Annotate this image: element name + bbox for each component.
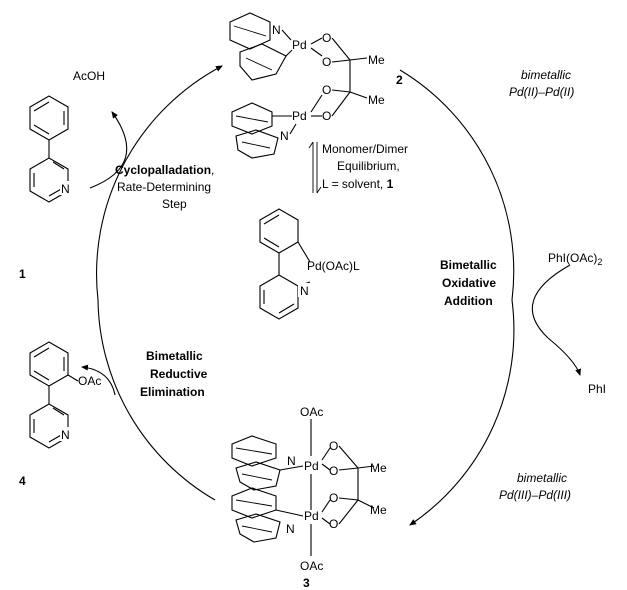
svg-text:OAc: OAc <box>300 405 323 419</box>
cycle-arc-left-top <box>96 65 223 301</box>
cycle-arc-left-bottom <box>97 299 216 501</box>
svg-text:Bimetallic: Bimetallic <box>146 349 203 363</box>
svg-text:Pd: Pd <box>304 459 319 473</box>
svg-text:Me: Me <box>368 53 385 67</box>
svg-text:Me: Me <box>368 93 385 107</box>
svg-text:bimetallic: bimetallic <box>517 471 567 485</box>
reagent-acoh: AcOH <box>73 69 105 83</box>
svg-text:OAc: OAc <box>78 374 101 388</box>
svg-text:Pd: Pd <box>304 509 319 523</box>
svg-text:Me: Me <box>370 503 387 517</box>
svg-text:O: O <box>329 517 338 531</box>
svg-text:Me: Me <box>370 461 387 475</box>
svg-text:O: O <box>329 464 338 478</box>
reagent-phi: PhI <box>588 382 606 396</box>
svg-text:Equilibrium,: Equilibrium, <box>337 159 400 173</box>
svg-text:L = solvent, 1: L = solvent, 1 <box>322 177 394 191</box>
svg-text:Pd(III)–Pd(III): Pd(III)–Pd(III) <box>499 488 571 502</box>
compound-3-structure: OAc Pd N O O Me Me O O Pd N <box>231 405 387 573</box>
phioac2-in-arrow <box>531 264 571 339</box>
svg-text:O: O <box>322 31 331 45</box>
svg-text:AcOH: AcOH <box>73 69 105 83</box>
svg-text:N: N <box>300 284 309 298</box>
svg-text:PhI: PhI <box>588 382 606 396</box>
svg-text:Pd: Pd <box>292 38 307 52</box>
label-bimetallic-pd2: bimetallic Pd(II)–Pd(II) <box>509 68 574 99</box>
svg-text:Pd: Pd <box>292 109 307 123</box>
svg-text:Pd(OAc)L: Pd(OAc)L <box>307 259 360 273</box>
compound-number-1: 1 <box>19 267 26 281</box>
compound-number-2: 2 <box>396 73 403 87</box>
acoh-release-arrow <box>89 111 128 189</box>
svg-text:O: O <box>329 491 338 505</box>
svg-text:N: N <box>61 182 70 196</box>
compound-number-3: 3 <box>303 576 310 590</box>
svg-text:Pd(II)–Pd(II): Pd(II)–Pd(II) <box>509 85 574 99</box>
svg-text:N: N <box>272 23 281 37</box>
svg-text:Cyclopalladation,: Cyclopalladation, <box>115 163 214 177</box>
svg-text:Step: Step <box>162 197 187 211</box>
svg-text:Bimetallic: Bimetallic <box>440 258 497 272</box>
compound-2-structure: N Pd O O Me Me O O Pd N <box>229 12 385 159</box>
svg-text:PhI(OAc)2: PhI(OAc)2 <box>548 251 602 267</box>
svg-text:Elimination: Elimination <box>140 385 205 399</box>
label-cyclopalladation: Cyclopalladation, Rate-Determining Step <box>115 163 214 211</box>
svg-text:Reductive: Reductive <box>150 367 208 381</box>
svg-text:Rate-Determining: Rate-Determining <box>117 180 211 194</box>
svg-text:N: N <box>286 522 295 536</box>
cycle-arc-right-top <box>399 69 515 301</box>
svg-text:N: N <box>61 428 70 442</box>
compound-4-structure: OAc N <box>29 341 101 449</box>
phi-out-arrow <box>547 337 581 376</box>
svg-text:N: N <box>287 454 296 468</box>
equilibrium-arrows <box>308 141 322 194</box>
reagent-phioac2: PhI(OAc)2 <box>548 251 602 267</box>
svg-text:O: O <box>322 55 331 69</box>
cycle-arc-right-bottom <box>409 299 515 526</box>
svg-text:O: O <box>329 439 338 453</box>
monomer-pd-structure: N Pd(OAc)L <box>259 208 360 320</box>
svg-text:O: O <box>322 83 331 97</box>
label-bimetallic-pd3: bimetallic Pd(III)–Pd(III) <box>499 471 571 502</box>
svg-text:Monomer/Dimer: Monomer/Dimer <box>322 142 408 156</box>
svg-text:N: N <box>280 129 289 143</box>
svg-text:OAc: OAc <box>300 559 323 573</box>
svg-text:bimetallic: bimetallic <box>521 68 571 82</box>
label-monomer-dimer: Monomer/Dimer Equilibrium, L = solvent, … <box>322 142 408 191</box>
label-reductive-elimination: Bimetallic Reductive Elimination <box>140 349 208 399</box>
svg-text:O: O <box>322 109 331 123</box>
product-release-arrow <box>81 364 116 396</box>
label-oxidative-addition: Bimetallic Oxidative Addition <box>440 258 497 308</box>
svg-text:Addition: Addition <box>444 294 493 308</box>
svg-text:Oxidative: Oxidative <box>442 276 496 290</box>
compound-1-structure: N <box>29 95 72 203</box>
compound-number-4: 4 <box>19 474 26 488</box>
